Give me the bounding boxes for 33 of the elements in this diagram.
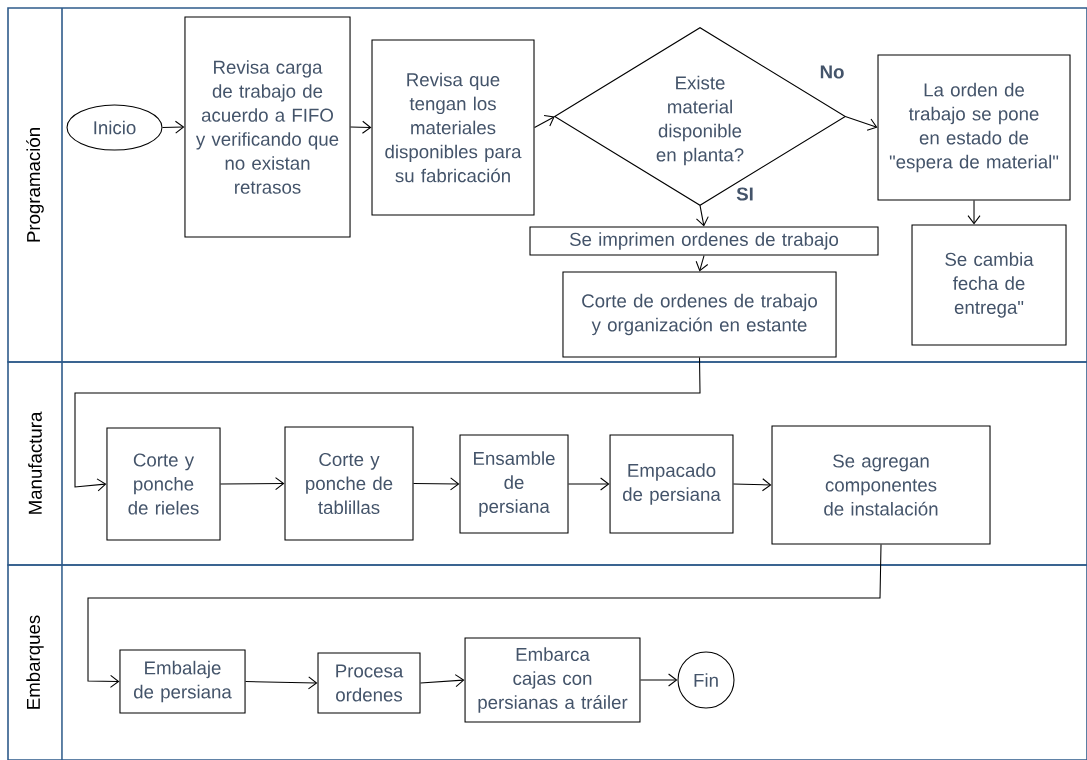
arrow (161, 120, 185, 134)
process-box: Empacado de persiana (609, 434, 734, 534)
arrow (639, 673, 678, 687)
arrow (534, 114, 555, 129)
arrow (844, 115, 878, 131)
process-box: Corte y ponche de rieles (106, 427, 221, 541)
process-box: Embalaje de persiana (119, 649, 246, 714)
process-box: Revisa carga de trabajo de acuerdo a FIFO y verificando que no existan retrasos (184, 16, 351, 238)
arrow (732, 478, 772, 492)
process-box: Ensamble de persiana (459, 434, 569, 534)
arrow (413, 477, 460, 491)
edge-label: SI (734, 186, 756, 202)
terminal-oval: Inicio (66, 104, 163, 151)
process-box: Corte de ordenes de trabajo y organización en estante (562, 271, 837, 358)
process-box: Procesa ordenes (317, 652, 421, 714)
arrow (87, 544, 882, 688)
arrow (350, 120, 372, 134)
process-box: La orden de trabajo se pone en estado de "espera de material" (877, 54, 1071, 201)
arrow (695, 204, 709, 227)
process-box: Se cambia fecha de entrega" (911, 224, 1067, 346)
arrow (245, 676, 318, 690)
edge-label: No (818, 64, 846, 80)
process-box: Revisa que tengan los materiales disponibles para su fabricación (371, 39, 535, 216)
arrow (74, 357, 701, 492)
process-box: Se agregan componentes de instalación (771, 425, 991, 545)
arrow (220, 477, 285, 491)
process-box: Corte y ponche de tablillas (284, 426, 414, 541)
arrow (967, 200, 981, 225)
process-box: Embarca cajas con persianas a tráiler (464, 637, 641, 723)
process-box: Se imprimen ordenes de trabajo (529, 226, 879, 256)
arrow (568, 477, 610, 491)
arrow (420, 674, 465, 688)
arrow (695, 255, 709, 272)
